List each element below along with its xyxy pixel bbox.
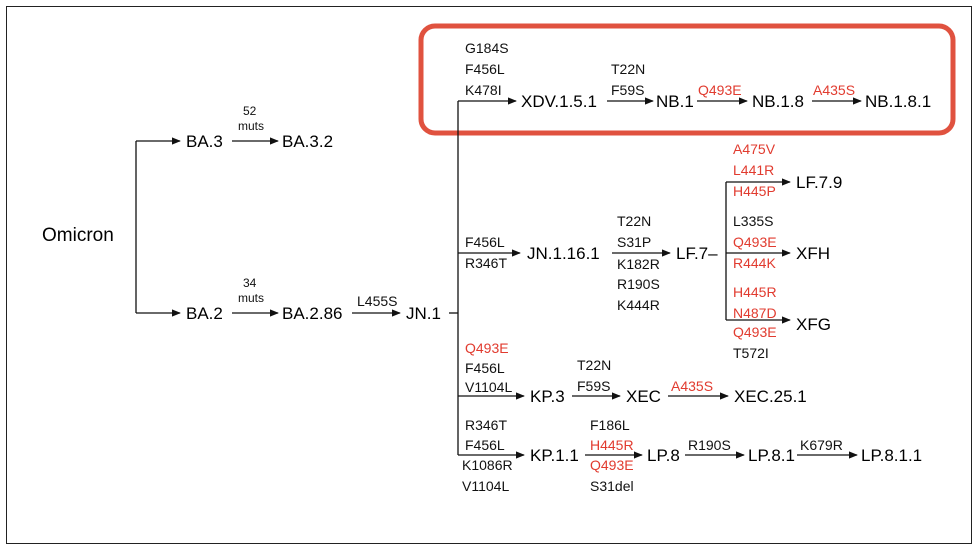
label-xec-xec251: A435S [671,378,713,394]
label-jn116-lf7-3: K182R [617,256,660,272]
node-lf79: LF.7.9 [796,173,842,192]
label-jn116-lf7-5: K444R [617,297,660,313]
node-ba286: BA.2.86 [282,304,343,323]
node-nb1: NB.1 [656,92,694,111]
label-ba3-muts-word: muts [238,119,264,133]
label-xfg-4: T572I [733,345,769,361]
label-kp3-xec-1: T22N [577,357,611,373]
node-lp8: LP.8 [647,446,680,465]
node-lp811: LP.8.1.1 [861,446,922,465]
figure-frame [6,6,972,544]
label-jn1-kp11-1: R346T [465,417,507,433]
node-lp81: LP.8.1 [748,446,795,465]
label-nb1-nb18: Q493E [698,82,742,98]
label-jn1-jn116-1: F456L [465,234,505,250]
label-nb18-nb181: A435S [813,82,855,98]
label-jn1-xdv-2: F456L [465,61,505,77]
label-lf79-1: A475V [733,141,776,157]
node-xec: XEC [626,387,661,406]
node-jn116: JN.1.16.1 [527,244,600,263]
label-ba2-muts-number: 34 [243,276,257,290]
label-xfh-3: R444K [733,255,776,271]
label-lp81-lp811: K679R [800,437,843,453]
label-lf79-3: H445P [733,183,776,199]
label-jn116-lf7-2: S31P [617,234,651,250]
node-ba3: BA.3 [186,132,223,151]
node-xfg: XFG [796,315,831,334]
label-ba3-muts-number: 52 [243,104,257,118]
label-l455s: L455S [357,293,397,309]
node-nb18: NB.1.8 [752,92,804,111]
label-ba2-muts-word: muts [238,291,264,305]
node-jn1: JN.1 [406,304,441,323]
label-jn1-xdv-1: G184S [465,40,509,56]
node-kp3: KP.3 [530,387,565,406]
label-jn1-xdv-3: K478I [465,82,502,98]
node-xdv: XDV.1.5.1 [521,92,597,111]
label-jn1-kp11-2: F456L [465,437,505,453]
label-jn1-kp11-4: V1104L [462,478,509,494]
node-omicron: Omicron [42,225,114,246]
label-jn116-lf7-1: T22N [617,213,651,229]
node-ba32: BA.3.2 [282,132,333,151]
node-lf7: LF.7– [676,244,718,263]
label-jn1-jn116-2: R346T [465,255,507,271]
label-kp11-lp8-1: F186L [590,417,630,433]
label-xdv-nb1-1: T22N [611,61,645,77]
label-jn1-kp11-3: K1086R [462,457,513,473]
label-kp3-xec-2: F59S [577,378,610,394]
label-xfh-1: L335S [733,213,773,229]
label-lf79-2: L441R [733,162,774,178]
node-xfh: XFH [796,244,830,263]
node-nb181: NB.1.8.1 [865,92,931,111]
label-jn116-lf7-4: R190S [617,276,660,292]
label-kp11-lp8-3: Q493E [590,457,634,473]
label-kp11-lp8-2: H445R [590,437,634,453]
node-ba2: BA.2 [186,304,223,323]
label-kp11-lp8-4: S31del [590,478,634,494]
label-jn1-kp3-3: V1104L [465,379,512,395]
highlight-box [418,23,956,136]
node-xec251: XEC.25.1 [734,387,807,406]
label-xfg-2: N487D [733,305,777,321]
label-jn1-kp3-2: F456L [465,360,505,376]
label-jn1-kp3-1: Q493E [465,340,509,356]
node-kp11: KP.1.1 [530,446,579,465]
label-xfg-3: Q493E [733,324,777,340]
label-xdv-nb1-2: F59S [611,82,644,98]
label-lp8-lp81: R190S [688,437,731,453]
label-xfg-1: H445R [733,284,777,300]
label-xfh-2: Q493E [733,234,777,250]
